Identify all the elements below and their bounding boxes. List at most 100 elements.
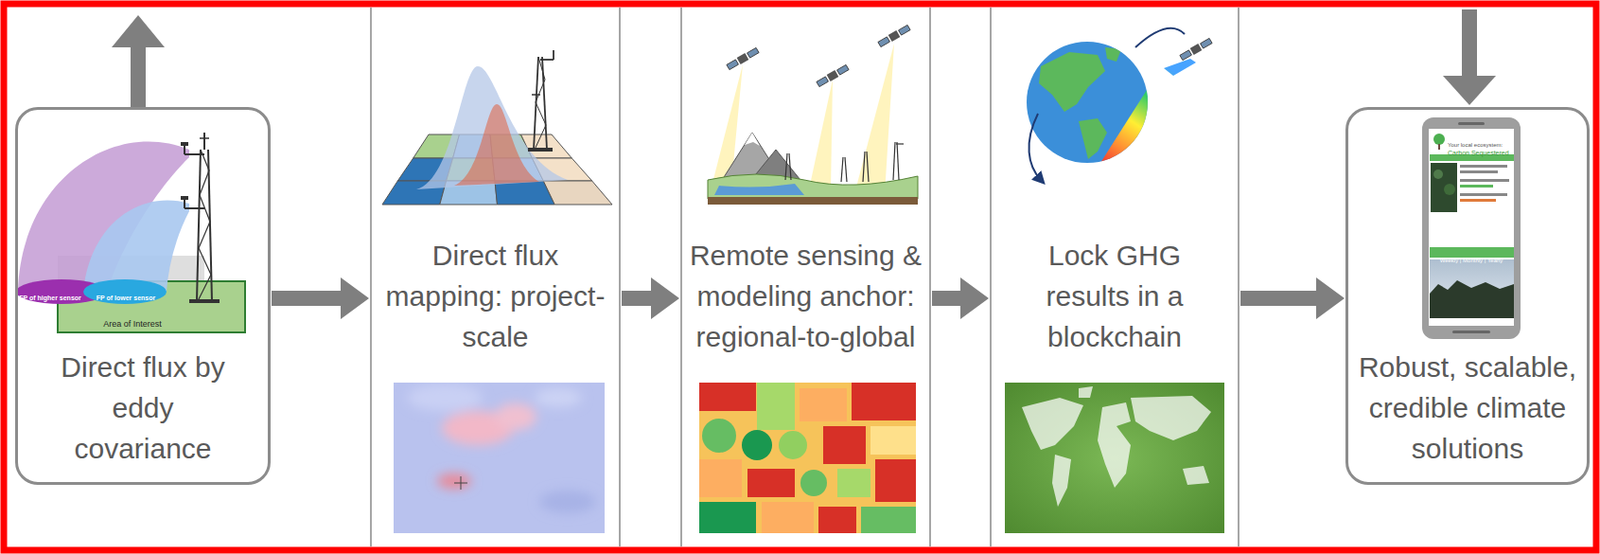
tower-antenna	[203, 132, 206, 150]
continent	[1021, 397, 1084, 450]
phone-speaker	[1458, 122, 1485, 125]
tower-base	[189, 298, 220, 303]
sensor-arm	[531, 93, 541, 96]
sensor	[180, 195, 189, 200]
panel-box: Robust, scalable, credible climate solut…	[1345, 106, 1590, 485]
tower	[789, 153, 792, 180]
pivot-field	[778, 430, 808, 459]
heatmap-blobs	[406, 384, 597, 513]
area-label: Area of Interest	[103, 318, 162, 329]
tower-base	[527, 147, 553, 152]
heat-blob	[539, 490, 597, 513]
tower-leg	[196, 149, 201, 301]
satellite	[877, 24, 911, 49]
satellite	[725, 47, 759, 71]
forest-photo	[1443, 183, 1456, 195]
continent	[1078, 386, 1093, 398]
phone-home-bar	[1452, 330, 1491, 334]
app-text-line	[1459, 178, 1510, 182]
heat-blob	[494, 403, 537, 430]
continent	[1052, 454, 1072, 507]
heat-blob	[406, 384, 483, 411]
label-holder: FP of lower sensor	[91, 286, 160, 304]
heat-blob	[437, 473, 472, 489]
app-text-line	[1459, 164, 1508, 168]
label-holder: Carbon Sequestered	[1447, 141, 1513, 159]
tower-antenna	[199, 137, 210, 140]
land-cover-map	[699, 382, 916, 533]
continent	[1078, 118, 1108, 159]
solar-panel	[1200, 37, 1214, 49]
field	[699, 501, 757, 533]
field	[837, 468, 871, 497]
map-ground	[699, 382, 916, 533]
tree-icon	[1438, 143, 1441, 150]
tower-arm	[896, 142, 904, 144]
tree-icon	[1433, 133, 1445, 145]
pivot-field	[800, 469, 827, 496]
tower-bracing	[534, 56, 546, 150]
sensor	[552, 50, 555, 60]
panel-text: Remote sensing & modeling anchor: region…	[685, 234, 928, 357]
soil	[707, 196, 918, 205]
arrow-shaft	[1461, 9, 1477, 78]
orbit-line	[1135, 28, 1185, 48]
block-arrow	[621, 277, 680, 319]
footprint-label: FP of higher sensor	[18, 294, 82, 301]
phone-illustration	[1422, 117, 1521, 339]
sensor-arm	[184, 207, 205, 210]
sensor-arm	[540, 58, 554, 61]
field	[756, 382, 795, 430]
solar-panel	[837, 64, 850, 75]
sensor-beam	[854, 43, 895, 194]
label-holder: Your local ecosystem:	[1447, 133, 1513, 151]
lower-footprint	[83, 279, 167, 304]
landscape-photo	[1429, 259, 1514, 318]
solar-panel	[898, 24, 912, 36]
solar-panel	[878, 36, 891, 48]
label-holder: Area of Interest	[92, 313, 173, 331]
arrow-head	[1442, 75, 1496, 106]
satellite-body	[737, 52, 750, 65]
panel-band: Direct flux mapping: project-scale	[369, 7, 621, 546]
globe-land	[1038, 47, 1181, 173]
app-text: Weekly | Monthly | Yearly	[1440, 257, 1504, 264]
higher-footprint-plume	[17, 140, 190, 292]
block-arrow	[1240, 277, 1345, 319]
grid-cell	[543, 180, 613, 205]
crosshair	[460, 475, 462, 490]
tower	[866, 151, 869, 182]
ground	[707, 174, 918, 199]
small-towers	[785, 141, 904, 182]
scan-beam	[1163, 58, 1196, 76]
red-frame	[3, 3, 1597, 550]
flux-mapping-illustration	[382, 50, 613, 533]
arrow-head	[111, 15, 165, 48]
panel-band: Lock GHG results in a blockchain	[989, 7, 1240, 546]
flux-heatmap	[393, 382, 605, 533]
label-holder: FP of higher sensor	[16, 286, 85, 304]
continent	[1130, 395, 1212, 440]
tower	[841, 157, 844, 182]
heatmap-ground	[393, 382, 605, 533]
satellite	[815, 64, 849, 88]
down-arrow	[1442, 9, 1496, 106]
label-holder: Weekly | Monthly | Yearly	[1430, 248, 1513, 266]
tower-bracing	[197, 149, 211, 301]
satellite-body	[826, 70, 840, 82]
field	[861, 506, 916, 533]
field	[699, 458, 742, 497]
tower	[896, 141, 899, 180]
forest-photo	[1433, 169, 1443, 179]
eddy-tower-illustration	[16, 132, 246, 333]
tower	[785, 153, 788, 180]
flux-footprint-core	[454, 104, 540, 186]
remote-sensing-illustration	[699, 24, 918, 533]
sensor	[180, 141, 189, 146]
panel-text: Lock GHG results in a blockchain	[1019, 234, 1210, 357]
forest-photo	[1430, 162, 1458, 212]
solar-panel	[1179, 50, 1193, 61]
